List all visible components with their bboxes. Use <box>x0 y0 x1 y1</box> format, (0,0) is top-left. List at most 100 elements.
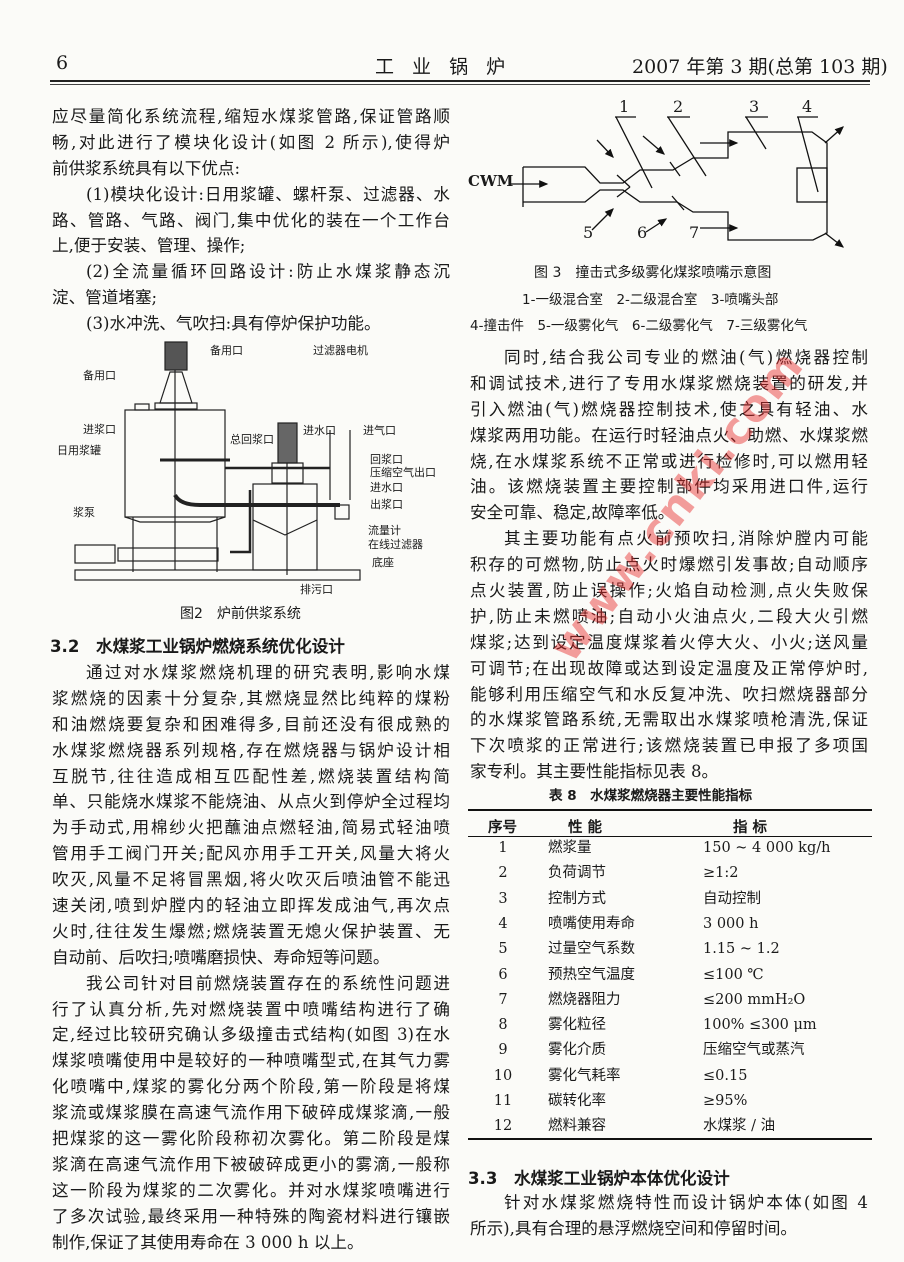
table-cell-index: 3 <box>498 890 508 907</box>
table-cell-property: 喷嘴使用寿命 <box>548 915 635 932</box>
label-return-port: 回浆口 <box>370 453 403 466</box>
table-cell-value: ≤0.15 <box>703 1067 748 1084</box>
callout-7: 7 <box>689 223 700 242</box>
callout-4: 4 <box>802 97 813 116</box>
text-line: 下次喷浆的正常进行;该燃烧装置已申报了多项国 <box>470 736 868 756</box>
table-bottom-rule <box>468 1138 872 1140</box>
text-line: (1)模块化设计:日用浆罐、螺杆泵、过滤器、水 <box>86 184 450 204</box>
text-line: 通过对水煤浆燃烧机理的研究表明,影响水煤 <box>86 663 450 682</box>
label-slurry-inlet: 进浆口 <box>83 423 116 436</box>
table-cell-property: 碳转化率 <box>548 1093 606 1109</box>
text-line: 点火装置,防止误操作;火焰自动检测,点火失败保 <box>470 581 868 601</box>
text-line: 速关闭,喷到炉膛内的轻油立即挥发成油气,再次点 <box>52 896 450 916</box>
text-line: 煤浆喷嘴使用中是较好的一种喷嘴型式,在其气力雾 <box>52 1051 450 1071</box>
text-line: 的水煤浆管路系统,无需取出水煤浆喷枪清洗,保证 <box>470 710 868 730</box>
table-cell-property: 预热空气温度 <box>548 966 635 983</box>
figure-3-legend-2: 4-撞击件 5-一级雾化气 6-二级雾化气 7-三级雾化气 <box>470 318 808 334</box>
table-cell-index: 8 <box>498 1017 508 1034</box>
text-line: 引入燃油(气)燃烧器控制技术,使之具有轻油、水 <box>470 399 868 419</box>
text-line: 浆滴在高速气流作用下被破碎成更小的雾滴,一般称 <box>52 1154 450 1174</box>
table-cell-property: 燃浆量 <box>548 840 592 856</box>
text-line: 烧,在水煤浆系统不正常或进行检修时,可以燃用轻 <box>470 451 868 471</box>
text-line: 畅,对此进行了模块化设计(如图 2 所示),使得炉 <box>52 132 450 152</box>
table-cell-property: 过量空气系数 <box>548 941 635 958</box>
label-slurry-pump: 浆泵 <box>73 506 95 519</box>
table-cell-index: 12 <box>493 1118 513 1135</box>
table-8-title: 表 8 水煤浆燃烧器主要性能指标 <box>549 788 753 804</box>
text-line: 自动前、后吹扫;喷嘴磨损快、寿命短等问题。 <box>52 947 390 967</box>
text-line: 油。该燃烧装置主要控制部件均采用进口件,运行 <box>470 477 868 497</box>
table-cell-value: 压缩空气或蒸汽 <box>703 1042 805 1059</box>
text-line: 安全可靠、稳定,故障率低。 <box>470 503 675 523</box>
text-line: 单、只能烧水煤浆不能烧油、从点火到停炉全过程均 <box>52 792 450 812</box>
label-drain: 排污口 <box>300 583 333 596</box>
table-header-rule <box>468 836 872 837</box>
table-cell-property: 燃料兼容 <box>548 1118 606 1135</box>
table-cell-value: 100% ≤300 μm <box>703 1017 817 1034</box>
label-spare-port-left: 备用口 <box>83 369 116 382</box>
text-line: 同时,结合我公司专业的燃油(气)燃烧器控制 <box>504 348 868 367</box>
label-spare-port-top: 备用口 <box>210 344 243 357</box>
text-line: 浆流或煤浆膜在高速气流作用下破碎成煤浆滴,一般 <box>52 1103 450 1123</box>
table-cell-property: 雾化粒径 <box>548 1017 606 1034</box>
table-cell-index: 2 <box>498 865 508 882</box>
text-line: 水煤浆燃烧器系列规格,存在燃烧器与锅炉设计相 <box>52 740 450 760</box>
table-cell-value: ≥1:2 <box>703 865 739 882</box>
text-line: 应尽量简化系统流程,缩短水煤浆管路,保证管路顺 <box>52 107 450 126</box>
table-cell-value: ≤100 ℃ <box>703 966 764 983</box>
table-cell-index: 10 <box>493 1067 513 1084</box>
text-line: 能够利用压缩空气和水反复冲洗、吹扫燃烧器部分 <box>470 684 868 704</box>
text-line: 为手动式,用棉纱火把蘸油点燃轻油,简易式轻油喷 <box>52 818 450 838</box>
text-line: 其主要功能有点火前预吹扫,消除炉膛内可能 <box>504 529 868 549</box>
label-filter-motor: 过滤器电机 <box>313 344 368 357</box>
table-cell-index: 4 <box>498 915 508 932</box>
header-rule <box>50 80 870 82</box>
label-air-inlet: 进气口 <box>363 424 396 437</box>
table-cell-index: 11 <box>493 1093 513 1109</box>
text-line: 管用手工阀门开关;配风亦用手工开关,风量大将火 <box>52 844 450 864</box>
label-flowmeter: 流量计 <box>368 524 401 537</box>
table-cell-value: 3 000 h <box>703 915 759 932</box>
text-line: 上,便于安装、管理、操作; <box>52 236 246 256</box>
table-cell-value: 1.15 ~ 1.2 <box>703 941 780 958</box>
table-cell-value: 150 ~ 4 000 kg/h <box>703 840 831 856</box>
table-cell-property: 控制方式 <box>548 890 606 907</box>
figure-2-caption: 图2 炉前供浆系统 <box>180 606 301 622</box>
figure-3-legend-1: 1-一级混合室 2-二级混合室 3-喷嘴头部 <box>522 292 779 308</box>
text-line: 互脱节,往往造成相互匹配性差,燃烧装置结构简 <box>52 766 450 786</box>
table-cell-value: 水煤浆 / 油 <box>703 1118 776 1135</box>
section-3-2-heading: 3.2 水煤浆工业锅炉燃烧系统优化设计 <box>50 637 345 656</box>
text-line: 煤浆;达到设定温度煤浆着火停大火、小火;送风量 <box>470 632 868 652</box>
label-inline-filter: 在线过滤器 <box>368 538 423 551</box>
text-line: 我公司针对目前燃烧装置存在的系统性问题进 <box>86 973 450 993</box>
text-line: 浆燃烧的因素十分复杂,其燃烧显然比纯粹的煤粉 <box>52 688 450 708</box>
figure-3: CWM 1 2 3 4 5 6 7 图 3 撞击式多级雾化煤浆喷嘴示意图 1-一… <box>462 92 872 337</box>
page-number: 6 <box>56 52 69 74</box>
label-water-inlet: 进水口 <box>370 481 403 494</box>
text-line: 家专利。其主要性能指标见表 8。 <box>470 762 719 782</box>
table-cell-value: 自动控制 <box>703 890 761 907</box>
feed-system-drawing <box>74 341 361 581</box>
text-line: (3)水冲洗、气吹扫:具有停炉保护功能。 <box>86 314 381 334</box>
callout-5: 5 <box>583 223 594 242</box>
callout-6: 6 <box>637 223 648 242</box>
text-line: 行了认真分析,先对燃烧装置中喷嘴结构进行了确 <box>52 999 450 1019</box>
section-3-2-body: 通过对水煤浆燃烧机理的研究表明,影响水煤浆燃烧的因素十分复杂,其燃烧显然比纯粹的… <box>52 660 450 1255</box>
table-cell-index: 9 <box>498 1042 508 1059</box>
callout-3: 3 <box>749 97 760 116</box>
text-line: 路、管路、气路、阀门,集中优化的装在一个工作台 <box>52 210 450 230</box>
figure-2: 备用口 备用口 过滤器电机 进浆口 日用浆罐 总回浆口 进水口 进气口 回浆口 … <box>50 338 450 628</box>
text-line: 了多次试验,最终采用一种特殊的陶瓷材料进行镶嵌 <box>52 1206 450 1226</box>
label-slurry-outlet: 出浆口 <box>370 498 403 511</box>
cwm-inlet-label: CWM <box>468 172 514 190</box>
text-line: 吹灭,风量不足将冒黑烟,将火吹灭后喷油管不能迅 <box>52 870 450 890</box>
label-daily-tank: 日用浆罐 <box>57 444 101 457</box>
text-line: 定,经过比较研究确认多级撞击式结构(如图 3)在水 <box>52 1025 450 1045</box>
header-rule-thin <box>50 84 870 85</box>
table-cell-index: 6 <box>498 966 508 983</box>
table-cell-property: 负荷调节 <box>548 865 606 882</box>
table-cell-index: 1 <box>498 840 508 856</box>
text-line: 制作,保证了其使用寿命在 3 000 h 以上。 <box>52 1232 364 1252</box>
label-base: 底座 <box>372 556 394 569</box>
